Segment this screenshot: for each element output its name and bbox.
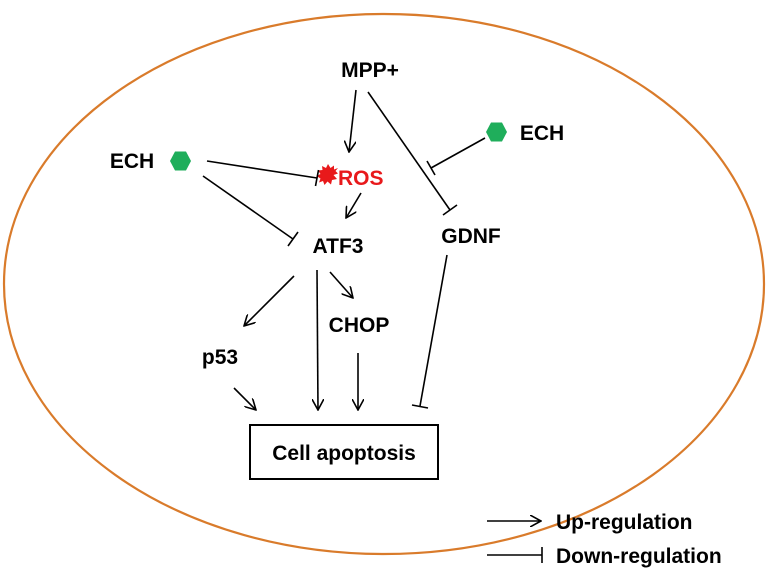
cell-boundary: [2, 12, 766, 556]
edge-mpp-ros: [349, 89, 357, 152]
node-mpp: MPP+: [341, 59, 399, 82]
edge-ech-gdnf-inhibit: [426, 137, 486, 176]
node-chop: CHOP: [329, 314, 390, 337]
apoptosis-box: [249, 424, 439, 480]
edge-ros-atf3: [346, 192, 362, 218]
edge-atf3-p53: [244, 275, 295, 326]
edge-mpp-gdnf-inhibit: [367, 91, 458, 216]
legend-inhibit-symbol: [487, 547, 543, 563]
ech-right-hexagon-icon: [486, 122, 507, 142]
legend-up-label: Up-regulation: [556, 511, 693, 534]
node-ros: ROS: [338, 167, 384, 190]
edge-gdnf-apoptosis-inhibit: [411, 254, 448, 409]
node-atf3: ATF3: [313, 235, 364, 258]
ros-starburst-icon: [316, 164, 338, 185]
legend: Up-regulation Down-regulation: [487, 511, 722, 568]
edge-ech-atf3-inhibit: [202, 175, 299, 247]
node-ech-right: ECH: [520, 122, 564, 145]
edge-ech-ros-inhibit: [206, 160, 320, 187]
legend-down-label: Down-regulation: [556, 545, 722, 568]
node-apoptosis: Cell apoptosis: [272, 442, 416, 465]
node-p53: p53: [202, 346, 238, 369]
node-gdnf: GDNF: [441, 225, 501, 248]
edge-p53-apoptosis: [233, 387, 256, 410]
ech-left-hexagon-icon: [170, 151, 191, 171]
node-ech-left: ECH: [110, 150, 154, 173]
edge-atf3-chop: [329, 271, 353, 298]
edge-atf3-apoptosis: [317, 269, 318, 410]
